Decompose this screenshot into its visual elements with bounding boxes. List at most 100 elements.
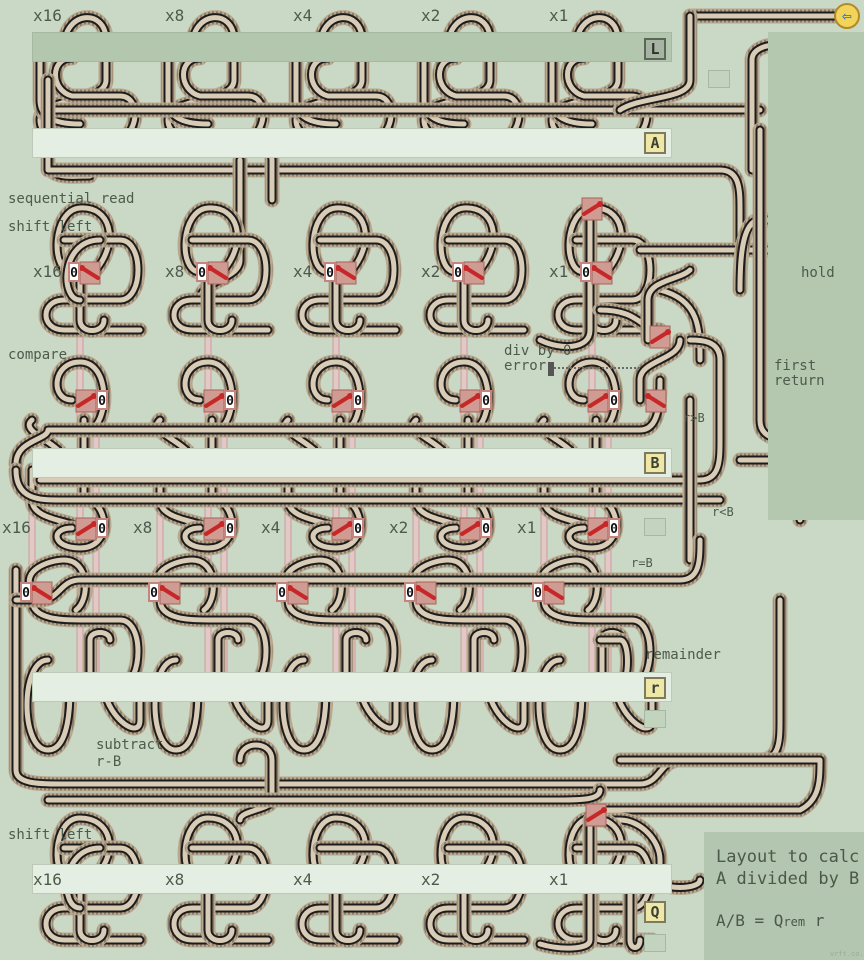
track-gap-t89: [215, 630, 241, 693]
label-remainder: remainder: [645, 647, 721, 663]
track-gap-t56: [182, 497, 235, 551]
switch-knob-12: [597, 201, 603, 207]
switch-30[interactable]: 0: [203, 517, 236, 541]
switch-16[interactable]: 0: [68, 261, 101, 285]
switch-knob-21: [665, 329, 671, 335]
switch-22[interactable]: [645, 389, 667, 413]
bit-value-16: 0: [70, 266, 78, 281]
track-gap-t129: [537, 817, 593, 951]
switch-17[interactable]: 0: [196, 261, 229, 285]
track-gap-t27: [171, 237, 271, 333]
switch-knob-34: [475, 393, 481, 399]
bit-window-25: [98, 392, 106, 408]
switch-25[interactable]: 0: [75, 389, 108, 413]
switch-44[interactable]: 0: [532, 581, 565, 605]
label-subtract: subtract: [96, 737, 164, 753]
bit-value-33: 0: [354, 522, 362, 537]
track-gap-t110: [45, 787, 603, 803]
mult-shift-x1: x1: [549, 262, 569, 281]
mult-shift-x8: x8: [165, 262, 185, 281]
bit-value-39: 0: [610, 522, 618, 537]
switch-43[interactable]: 0: [404, 581, 437, 605]
track-gap-t87: [157, 597, 269, 693]
track-gap-t106: [13, 567, 783, 787]
switch-knob-22: [645, 393, 651, 399]
switch-knob-16: [79, 265, 85, 271]
track-gap-t58: [310, 359, 363, 433]
switch-knob-39: [603, 521, 609, 527]
track-gap-t31: [333, 277, 363, 333]
watermark: vrft.co.uk: [830, 950, 864, 958]
bit-window-42: [278, 584, 286, 600]
track-gap-t82: [29, 597, 141, 693]
mult-top-x1: x1: [549, 6, 569, 25]
track-gap-t20: [45, 147, 743, 253]
track-gap-t11: [421, 57, 467, 127]
switch-18[interactable]: 0: [324, 261, 357, 285]
switch-34[interactable]: 0: [459, 389, 492, 413]
mult-compare-x2: x2: [389, 518, 409, 537]
register-r-tag[interactable]: r: [644, 677, 666, 699]
track-gap-t102: [541, 597, 653, 693]
mult-q-x1: x1: [549, 870, 569, 889]
info-line-1: Layout to calc: [716, 847, 860, 867]
bit-window-31: [354, 392, 362, 408]
switch-59[interactable]: [585, 803, 607, 827]
switch-21[interactable]: [649, 325, 671, 349]
label-shift-left-top: shift left: [8, 219, 93, 235]
track-gap-t118: [205, 887, 235, 943]
switch-37[interactable]: 0: [587, 389, 620, 413]
register-l-tag[interactable]: L: [644, 38, 666, 60]
track-gap-t111: [597, 757, 823, 813]
switch-lever-19: [464, 266, 484, 280]
switch-knob-17: [207, 265, 213, 271]
bit-value-41: 0: [150, 586, 158, 601]
label-return: return: [774, 373, 825, 389]
switch-20[interactable]: 0: [580, 261, 613, 285]
mult-q-x8: x8: [165, 870, 185, 889]
bit-window-28: [226, 392, 234, 408]
label-compare: compare: [8, 347, 68, 363]
switch-40[interactable]: 0: [20, 581, 53, 605]
switch-39[interactable]: 0: [587, 517, 620, 541]
switch-28[interactable]: 0: [203, 389, 236, 413]
switch-lever-20: [592, 266, 612, 280]
label-error: error: [504, 358, 547, 374]
register-q-tag[interactable]: Q: [644, 901, 666, 923]
bit-window-33: [354, 520, 362, 536]
switch-41[interactable]: 0: [148, 581, 181, 605]
label-hold: hold: [801, 265, 835, 281]
switch-knob-28: [219, 393, 225, 399]
track-gap-t130: [627, 877, 643, 950]
switch-lever-33: [332, 522, 352, 536]
switch-lever-31: [332, 394, 352, 408]
switch-12[interactable]: [581, 197, 603, 221]
bit-window-20: [582, 264, 590, 280]
switch-knob-37: [603, 393, 609, 399]
switch-knob-33: [347, 521, 353, 527]
switch-knob-40: [31, 585, 37, 591]
switch-31[interactable]: 0: [331, 389, 364, 413]
switch-19[interactable]: 0: [452, 261, 485, 285]
mult-compare-x16: x16: [2, 518, 31, 537]
register-a-tag[interactable]: A: [644, 132, 666, 154]
track-gap-t41: [657, 287, 703, 363]
track-gap-t51: [54, 497, 107, 551]
switch-lever-22: [646, 394, 666, 408]
mult-shift-x16: x16: [33, 262, 62, 281]
ball-launcher[interactable]: ⇦: [834, 3, 860, 29]
track-gap-t71: [566, 497, 619, 551]
bit-value-18: 0: [326, 266, 334, 281]
bit-window-40: [22, 584, 30, 600]
switch-lever-28: [204, 394, 224, 408]
switch-42[interactable]: 0: [276, 581, 309, 605]
switch-lever-18: [336, 266, 356, 280]
switch-27[interactable]: 0: [75, 517, 108, 541]
bit-value-37: 0: [610, 394, 618, 409]
switch-33[interactable]: 0: [331, 517, 364, 541]
track-gap-t74: [13, 467, 723, 503]
switch-36[interactable]: 0: [459, 517, 492, 541]
track-gap-t115: [77, 887, 107, 943]
register-b-tag[interactable]: B: [644, 452, 666, 474]
switch-knob-36: [475, 521, 481, 527]
